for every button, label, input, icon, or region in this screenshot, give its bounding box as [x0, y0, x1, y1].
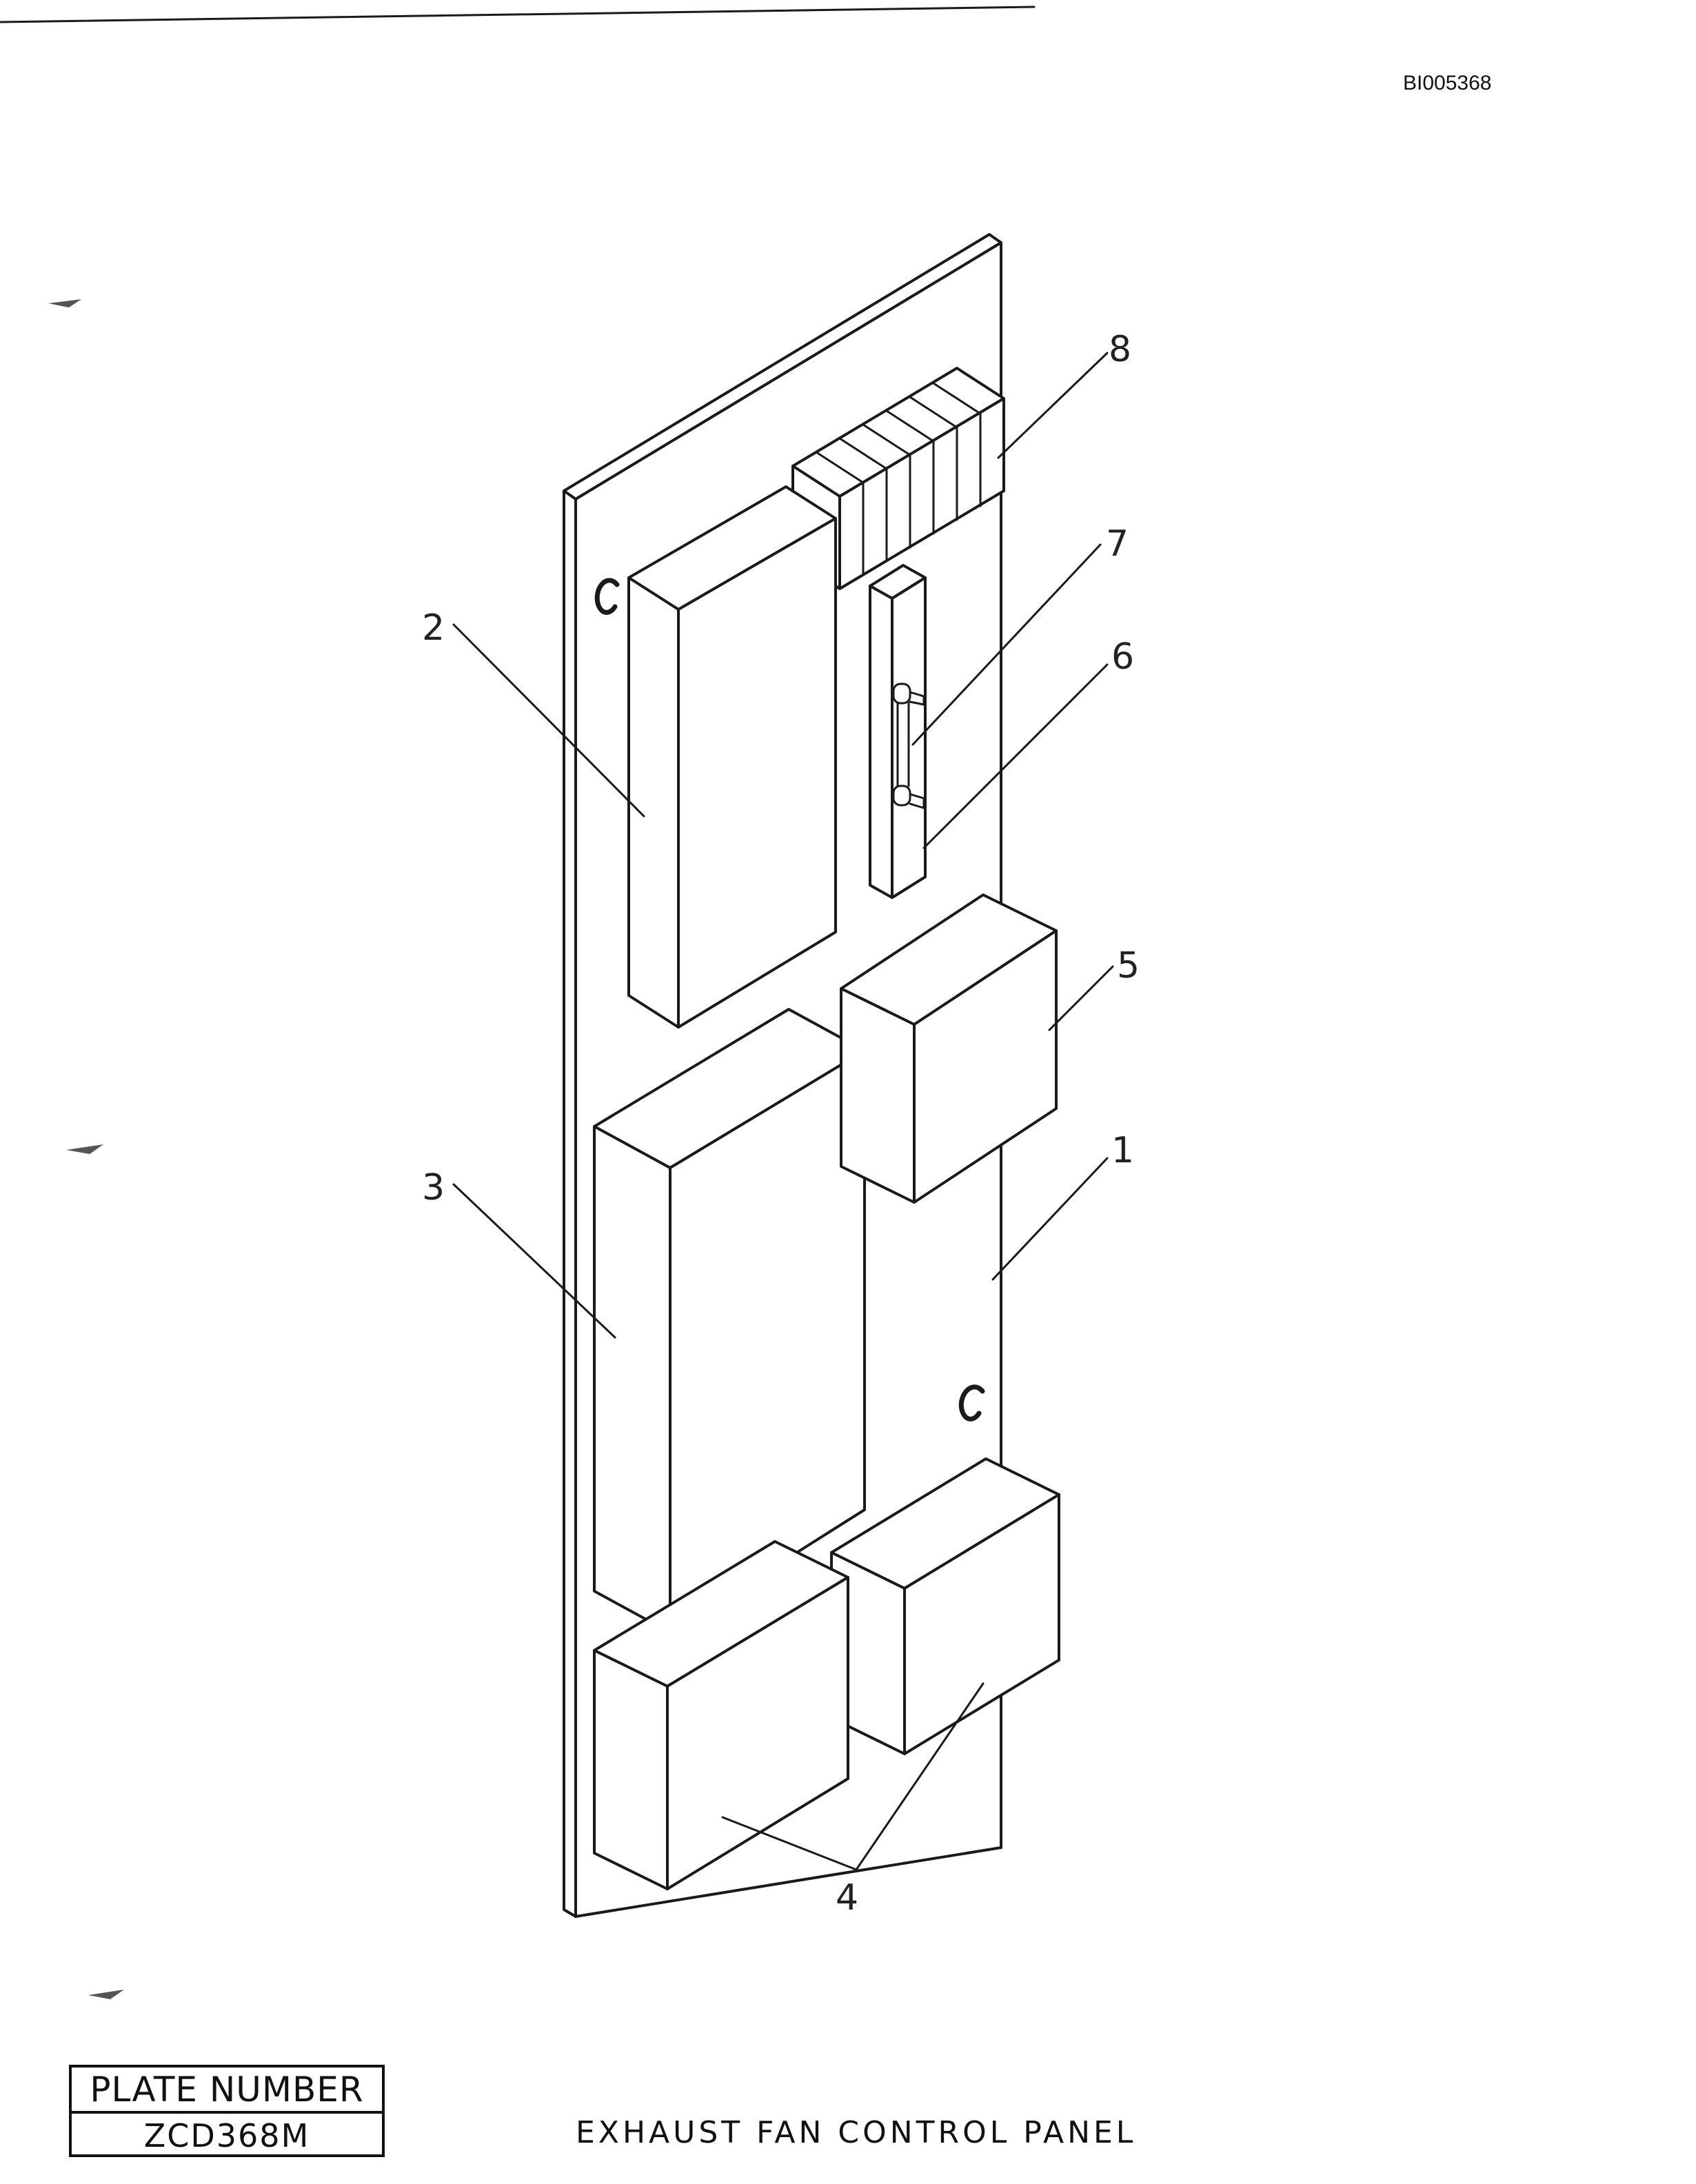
callout-1: 1: [1111, 1130, 1134, 1171]
callout-2: 2: [422, 607, 445, 649]
leader-line-4a: [721, 1816, 858, 1871]
scan-mark-2: [66, 1144, 103, 1154]
mounting-hole-bottom: [958, 1384, 985, 1422]
document-id: BI005368: [1403, 72, 1492, 94]
leader-line-5: [1048, 965, 1114, 1031]
plate-number-box: PLATE NUMBER ZCD368M: [69, 2065, 385, 2157]
callout-7: 7: [1106, 523, 1129, 565]
module-3: [593, 1008, 866, 1634]
leader-line-4b: [855, 1682, 985, 1871]
leader-line-2: [452, 623, 645, 818]
drawing-title: EXHAUST FAN CONTROL PANEL: [576, 2115, 1137, 2150]
leader-line-3: [452, 1183, 616, 1339]
module-5: [840, 893, 1058, 1204]
callout-4: 4: [836, 1877, 858, 1919]
module-4-left: [593, 1540, 849, 1890]
leader-line-7: [911, 543, 1102, 746]
module-4-right: [830, 1457, 1060, 1755]
leader-line-6: [922, 663, 1109, 849]
fuse: [892, 682, 925, 809]
callout-6: 6: [1111, 636, 1134, 678]
plate-number-value: ZCD368M: [143, 2116, 310, 2154]
module-2: [627, 485, 837, 1029]
leader-line-1: [991, 1157, 1109, 1281]
plate-number-header: PLATE NUMBER: [72, 2067, 382, 2114]
mounting-hole-top: [594, 578, 620, 615]
scan-mark-3: [88, 1990, 124, 1999]
callout-5: 5: [1117, 945, 1140, 987]
fuse-holder: [869, 564, 927, 899]
callout-3: 3: [422, 1167, 445, 1209]
scan-edge-line: [0, 6, 1036, 23]
scan-mark-1: [48, 299, 81, 307]
leader-line-8: [997, 352, 1109, 459]
callout-8: 8: [1109, 329, 1131, 370]
